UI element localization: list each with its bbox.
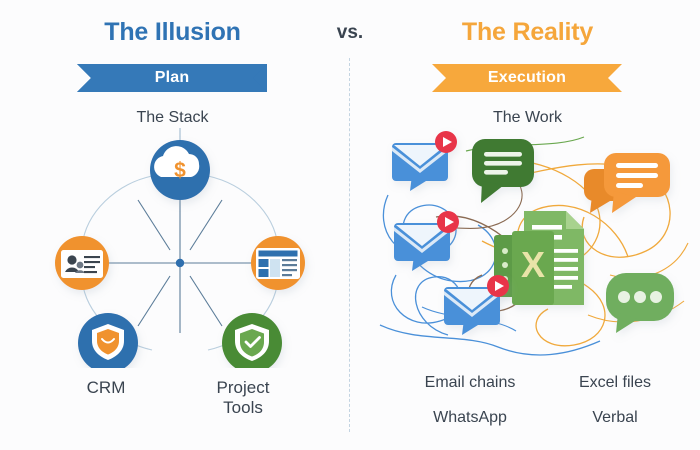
chat-bubble-green-icon[interactable]: [472, 139, 534, 203]
plan-ribbon: Plan: [77, 64, 267, 92]
shield-check-icon: [235, 324, 269, 361]
svg-text:$: $: [174, 159, 186, 182]
plan-ribbon-label: Plan: [154, 69, 190, 86]
right-caption: The Work: [492, 109, 563, 126]
email-envelope-icon[interactable]: [444, 275, 509, 335]
email-envelope-icon[interactable]: [394, 211, 459, 271]
dashboard-window-icon: [256, 248, 300, 279]
cloud-dollar-icon: $: [154, 146, 200, 182]
stack-network-diagram: $: [55, 128, 305, 368]
chat-bubble-orange-icon[interactable]: [584, 153, 670, 213]
node-dashboard[interactable]: [251, 236, 305, 290]
chaos-label-email-chains: Email chains: [424, 374, 516, 391]
node-label-crm: CRM: [86, 378, 126, 397]
chat-bubble-dots-icon[interactable]: [606, 273, 674, 333]
versus-label: vs.: [336, 22, 364, 43]
node-label-project-tools-text: Project Tools: [216, 378, 270, 417]
shield-orange-icon: [92, 324, 124, 360]
node-label-project-tools: Project Tools: [183, 378, 303, 417]
right-column-title: The Reality: [461, 18, 594, 46]
ribbon-shape: [432, 64, 622, 92]
chaos-label-whatsapp: WhatsApp: [433, 409, 507, 426]
node-crm[interactable]: [78, 313, 138, 368]
column-divider: [349, 58, 350, 432]
node-contacts[interactable]: [55, 236, 109, 290]
execution-ribbon: Execution: [432, 64, 622, 92]
node-cloud-finance[interactable]: $: [150, 140, 210, 200]
excel-file-icon[interactable]: X: [494, 211, 584, 305]
svg-text:X: X: [521, 244, 545, 285]
email-envelope-icon[interactable]: [392, 131, 457, 191]
chaos-illustration: X: [379, 131, 689, 356]
contact-card-icon: [61, 250, 103, 278]
ribbon-shape: [77, 64, 267, 92]
left-caption: The Stack: [136, 109, 209, 126]
diagram-hub-dot: [175, 258, 185, 268]
execution-ribbon-label: Execution: [487, 69, 567, 86]
left-column-title: The Illusion: [104, 18, 241, 46]
node-project-tools[interactable]: [222, 313, 282, 368]
chaos-label-verbal: Verbal: [592, 409, 638, 426]
chaos-label-excel-files: Excel files: [578, 374, 652, 391]
